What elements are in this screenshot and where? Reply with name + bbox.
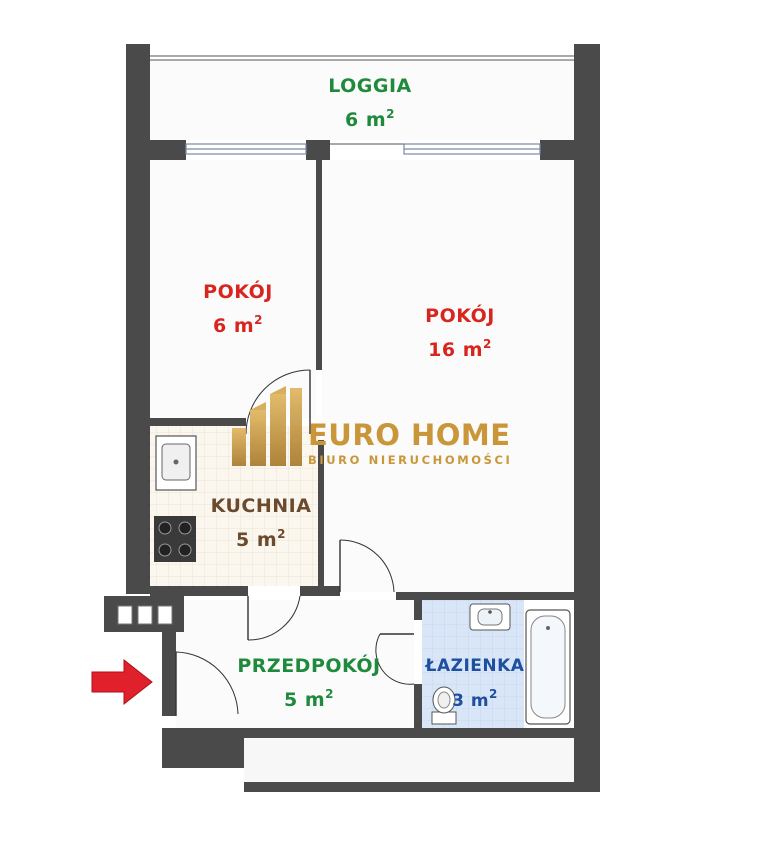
toilet-icon xyxy=(431,686,457,725)
room-name: ŁAZIENKA xyxy=(425,656,525,676)
room-area: 5 m2 xyxy=(236,527,286,551)
room-name: LOGGIA xyxy=(328,75,412,97)
bathtub-icon xyxy=(525,609,571,725)
room-pokoj-large: POKÓJ 16 m2 xyxy=(390,302,530,364)
room-area: 6 m2 xyxy=(345,107,395,131)
room-kuchnia: KUCHNIA 5 m2 xyxy=(196,492,326,554)
room-name: KUCHNIA xyxy=(210,495,312,517)
room-area: 16 m2 xyxy=(428,337,492,361)
room-pokoj-small: POKÓJ 6 m2 xyxy=(168,278,308,340)
room-lazienka: ŁAZIENKA 3 m2 xyxy=(420,652,530,715)
room-area: 3 m2 xyxy=(452,687,498,711)
washbasin-icon xyxy=(469,603,511,631)
logo-subtitle: BIURO NIERUCHOMOŚCI xyxy=(308,453,513,467)
room-przedpokoj: PRZEDPOKÓJ 5 m2 xyxy=(226,652,392,714)
stove-icon xyxy=(154,516,196,562)
entry-arrow-icon xyxy=(91,658,153,706)
building-logo-icon xyxy=(232,386,302,466)
ventilation-shafts xyxy=(117,605,173,625)
room-loggia: LOGGIA 6 m2 xyxy=(300,72,440,134)
room-name: POKÓJ xyxy=(203,281,273,303)
windows xyxy=(185,143,541,155)
room-name: PRZEDPOKÓJ xyxy=(237,655,381,677)
sink-icon xyxy=(155,435,197,491)
loggia-railing xyxy=(150,55,574,145)
walls xyxy=(104,44,600,792)
doors xyxy=(175,369,415,716)
room-area: 6 m2 xyxy=(213,313,263,337)
room-name: POKÓJ xyxy=(425,305,495,327)
room-area: 5 m2 xyxy=(284,687,334,711)
logo-title: EURO HOME xyxy=(308,418,511,452)
